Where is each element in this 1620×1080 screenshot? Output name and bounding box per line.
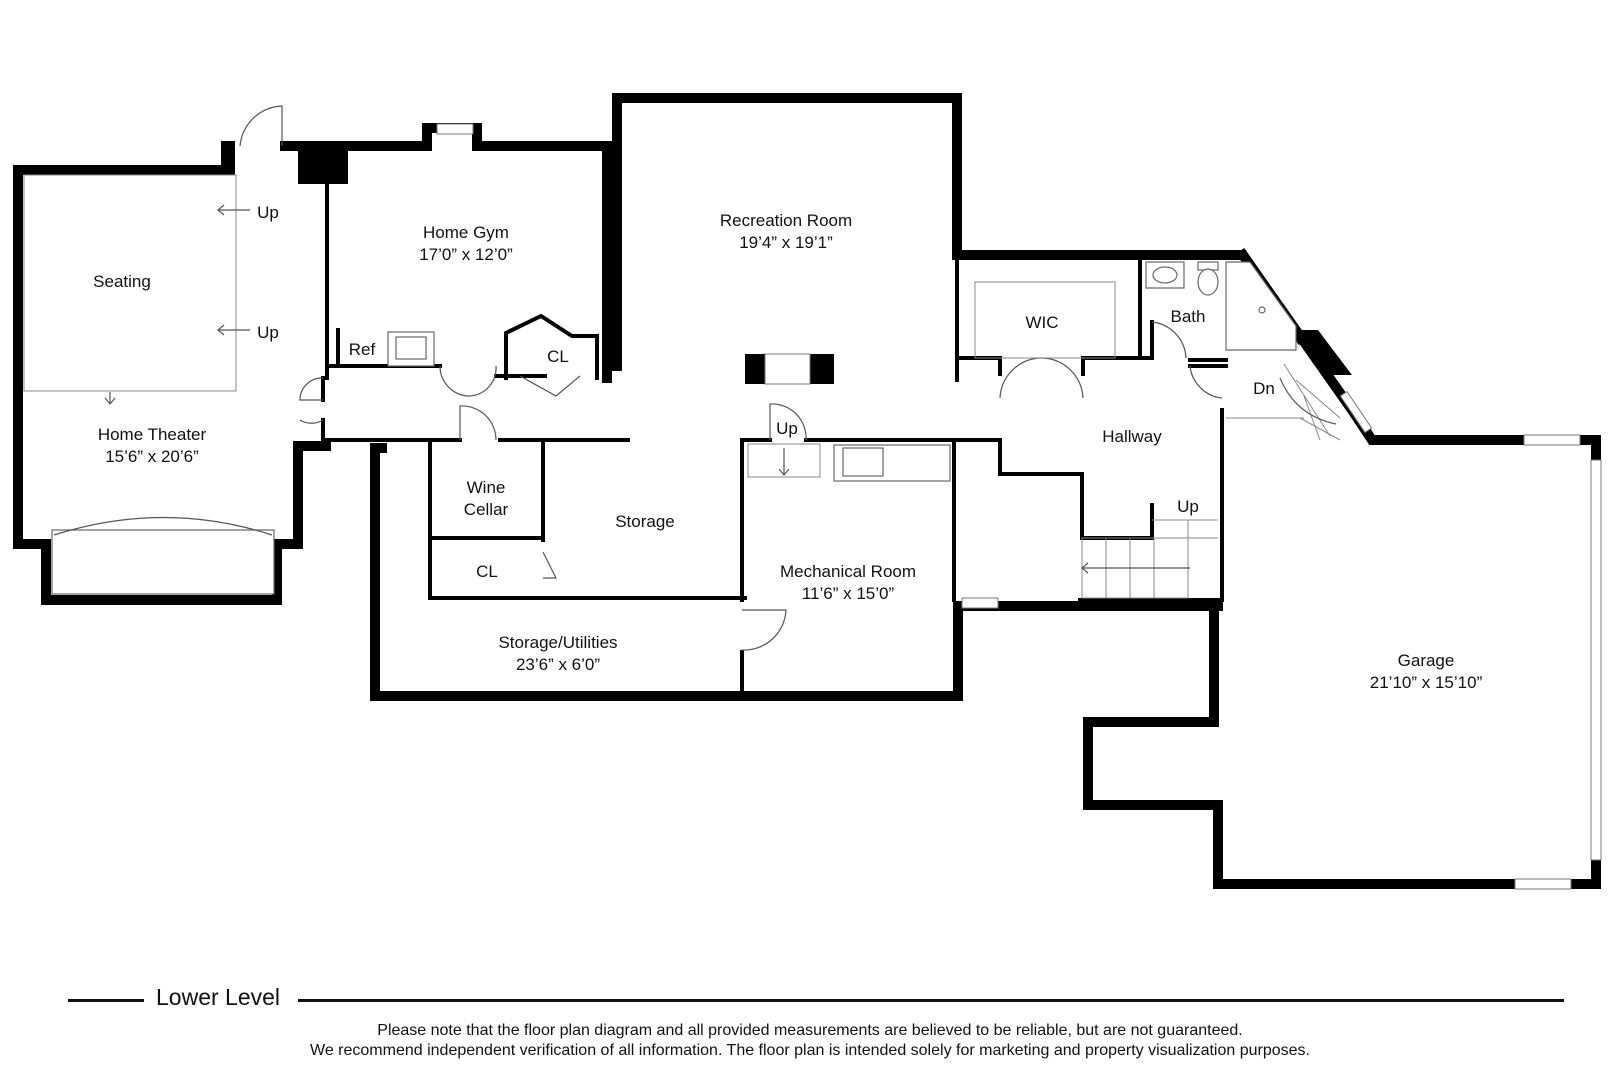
theater-arrow-3-head [104,397,116,405]
wic-south-wall-2 [1081,356,1154,376]
angled-window [1339,390,1373,434]
storage-utilities-label: Storage/Utilities [498,633,617,652]
theater-label: Home Theater [98,425,207,444]
wic-double-door [999,357,1084,399]
theater-arrow-1-head [217,204,225,216]
recreation-label: Recreation Room [720,211,852,230]
storage-utilities-dims: 23’6” x 6’0” [516,655,600,674]
disclaimer-line-2: We recommend independent verification of… [310,1042,1310,1059]
theater-arrow-2-head [217,324,225,336]
garage-dims: 21’10” x 15’10” [1370,673,1483,692]
hall-stair-arrow-head [1081,562,1089,574]
bath-label: Bath [1171,307,1206,326]
garage-window-bottom [1514,878,1572,890]
hall-stair-wall [998,438,1154,540]
level-rule-right [298,999,1564,1002]
gym-window [436,123,474,135]
gym-sink [395,336,427,360]
ref-label: Ref [349,340,376,359]
gym-cl-door [519,375,581,397]
column-right [810,354,834,384]
storage-exterior-wall [370,443,1223,701]
gym-double-door [439,365,497,397]
hall-door [1189,365,1223,399]
garage-door-east [1590,459,1602,861]
down-stairs [1226,363,1341,441]
chimney-block [298,146,348,184]
gym-closet [504,313,599,380]
mech-up-door [769,403,807,441]
wic-south-wall [955,356,1002,376]
toilet-bowl [1197,268,1219,296]
mech-stair [747,443,821,478]
theater-screen-box [51,529,275,595]
level-rule-left [68,999,144,1002]
theater-up-label-1: Up [257,203,279,222]
level-title: Lower Level [156,984,281,1010]
theater-dims: 15’6” x 20’6” [105,447,199,466]
mech-window [961,597,999,609]
mech-stair-arrow-head [778,468,790,476]
mech-dims: 11’6” x 15’0” [802,584,895,603]
disclaimer-line-1: Please note that the floor plan diagram … [377,1022,1243,1039]
bath-door [1151,321,1187,359]
shower-drain [1258,306,1266,314]
recreation-dims: 19’4” x 19’1” [739,233,833,252]
gym-label: Home Gym [423,223,509,242]
storage-label: Storage [615,512,675,531]
garage-window-top [1523,434,1581,446]
bath-wall-fill [1295,330,1352,375]
column-beam [764,353,811,385]
theater-screen-arc [53,516,273,536]
theater-exterior-wall [13,141,331,605]
wine-cl-label: CL [476,562,498,581]
storage-door [741,609,787,651]
floor-plan: Seating Home Theater 15’6” x 20’6” Home … [13,93,1602,890]
gym-north-wall [280,123,612,383]
bath-sink-bowl [1152,266,1178,284]
hallway-label: Hallway [1102,427,1162,446]
hall-up-label: Up [1177,497,1199,516]
shower [1225,261,1297,351]
mech-up-label: Up [776,419,798,438]
theater-up-label-2: Up [257,323,279,342]
mech-label: Mechanical Room [780,562,916,581]
mech-sink [842,447,884,477]
cl-door [542,551,557,579]
wic-shelf [974,281,1116,359]
theater-double-door [299,377,324,424]
seating-label: Seating [93,272,151,291]
gym-cl-label: CL [547,347,569,366]
dn-stair-arrow [1279,377,1337,425]
wine-label-1: Wine [467,478,506,497]
exterior-door-swing [239,105,283,147]
wic-label: WIC [1025,313,1058,332]
column-left [745,354,765,384]
dn-label: Dn [1253,379,1275,398]
garage-exterior-wall [1083,435,1601,889]
gym-dims: 17’0” x 12’0” [419,245,513,264]
wine-door [459,405,497,441]
garage-label: Garage [1398,651,1455,670]
wine-label-2: Cellar [464,500,509,519]
